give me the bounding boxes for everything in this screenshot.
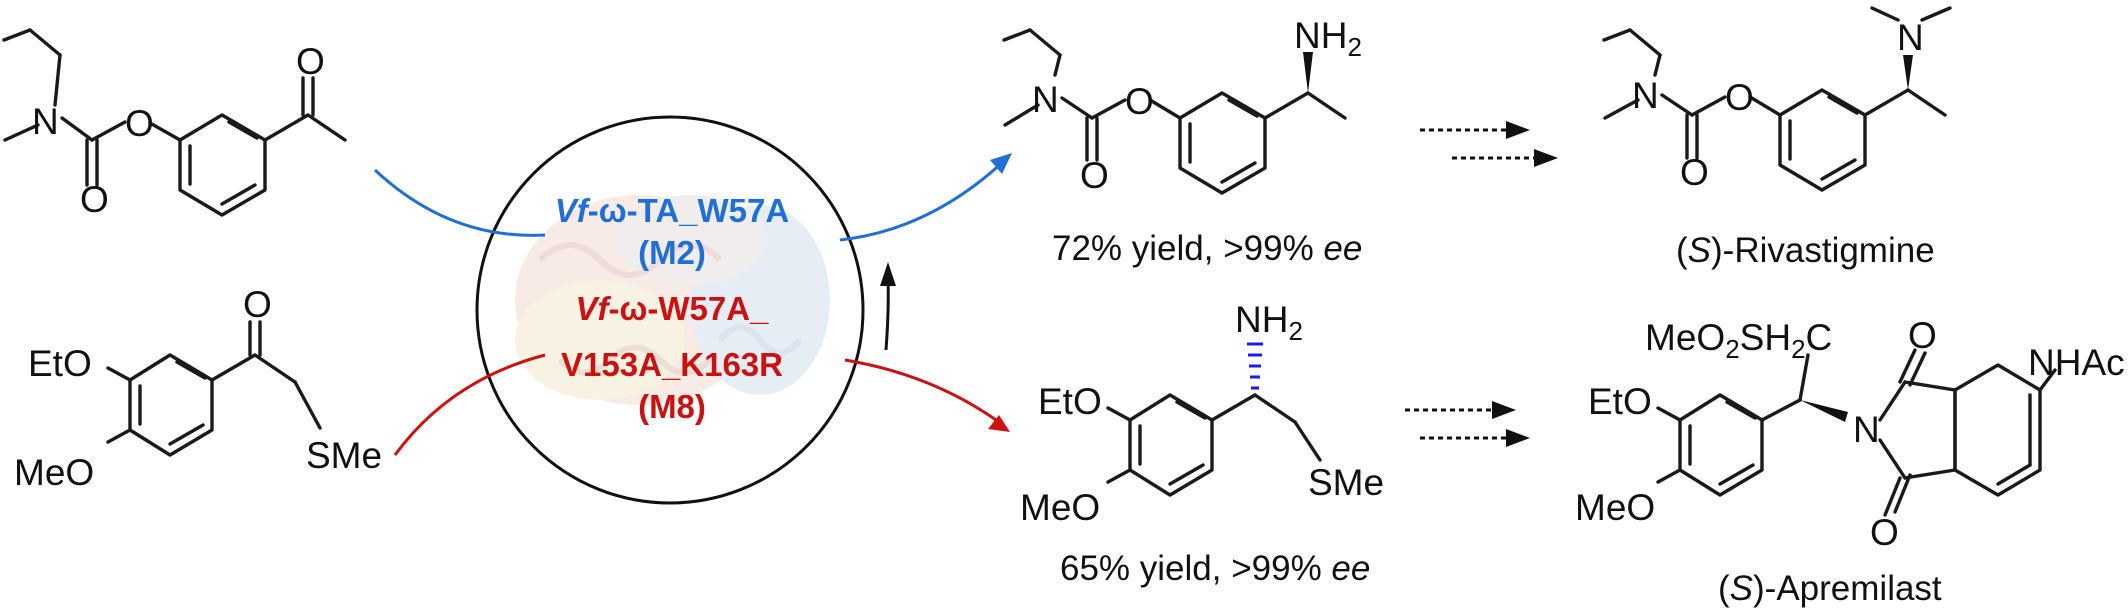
- p1-ee: ee: [1323, 229, 1362, 268]
- substrate-2-methylthio-ketone: EtO MeO O SMe: [14, 284, 382, 493]
- p1-n: N: [1032, 79, 1059, 120]
- apremilast-label: (S)-Apremilast: [1718, 569, 1942, 608]
- dotted-arrow-to-rivastigmine: [1420, 121, 1558, 167]
- m2-code: (M2): [638, 234, 706, 271]
- svg-text:Vf-ω-W57A_: Vf-ω-W57A_: [576, 290, 770, 327]
- s2-eto: EtO: [28, 343, 92, 384]
- apr-imide-o-top: O: [1908, 315, 1937, 356]
- enzyme-circle: [475, 115, 896, 505]
- s1-n: N: [32, 101, 59, 142]
- s1-ketone-o: O: [296, 41, 325, 82]
- apr-imide-o-bottom: O: [1870, 512, 1899, 553]
- circle-cycle-arrow: [880, 262, 896, 351]
- m8-mutations: V153A_K163R: [561, 346, 783, 383]
- riv-amine-n: N: [1897, 17, 1924, 58]
- blue-reaction-arrow: [373, 153, 1012, 242]
- red-reaction-arrow: [393, 353, 1010, 456]
- m2-italic: Vf: [555, 192, 591, 229]
- p2-eto: EtO: [1038, 381, 1102, 422]
- substrate-1-acetophenone-carbamate: N O O O: [2, 28, 347, 220]
- s2-ketone-o: O: [243, 284, 272, 325]
- product-1-amine-carbamate: N O O NH2: [1002, 15, 1362, 196]
- apr-eto: EtO: [1588, 381, 1652, 422]
- s1-ester-o: O: [125, 103, 154, 144]
- riv-carbamate-n: N: [1632, 75, 1659, 116]
- rivastigmine-label: (S)-Rivastigmine: [1676, 231, 1935, 270]
- rivastigmine-structure: N O O N: [1602, 6, 1952, 193]
- product-2-amine-sulfide: EtO MeO SMe NH2: [1020, 299, 1384, 528]
- apr-meo: MeO: [1575, 487, 1655, 528]
- p1-ester-o: O: [1125, 81, 1154, 122]
- enzyme-m8-label: Vf-ω-W57A_ V153A_K163R (M8): [561, 290, 783, 425]
- p2-yield-text: 65% yield, >99%: [1060, 549, 1331, 588]
- p1-yield-caption: 72% yield, >99% ee: [1052, 229, 1362, 268]
- m8-code: (M8): [638, 388, 706, 425]
- s2-sme: SMe: [306, 435, 382, 476]
- apr-imide-n: N: [1853, 409, 1880, 450]
- m8-rest: -ω-W57A_: [609, 290, 770, 327]
- enzyme-structure-image: [515, 195, 830, 405]
- p1-nh2: NH2: [1294, 15, 1362, 62]
- riv-carbonyl-o: O: [1680, 152, 1709, 193]
- p2-yield-caption: 65% yield, >99% ee: [1060, 549, 1370, 588]
- p1-yield-text: 72% yield, >99%: [1052, 229, 1323, 268]
- p1-carbonyl-o: O: [1080, 155, 1109, 196]
- apremilast-structure: EtO MeO N O O NHAc MeO2SH2C: [1575, 315, 2125, 553]
- s2-meo: MeO: [14, 452, 94, 493]
- p2-nh2: NH2: [1235, 299, 1303, 346]
- m2-rest: -ω-TA_W57A: [588, 192, 789, 229]
- svg-text:Vf-ω-TA_W57A: Vf-ω-TA_W57A: [555, 192, 789, 229]
- p2-meo: MeO: [1020, 487, 1100, 528]
- apr-nhac: NHAc: [2028, 342, 2125, 383]
- riv-ester-o: O: [1725, 77, 1754, 118]
- m8-italic: Vf: [576, 290, 612, 327]
- p2-ee: ee: [1331, 549, 1370, 588]
- p2-sme: SMe: [1308, 462, 1384, 503]
- apr-meo2sh2c: MeO2SH2C: [1645, 317, 1832, 364]
- enzyme-m2-label: Vf-ω-TA_W57A (M2): [555, 192, 789, 271]
- s1-carbonyl-o: O: [80, 179, 109, 220]
- dotted-arrow-to-apremilast: [1405, 401, 1530, 447]
